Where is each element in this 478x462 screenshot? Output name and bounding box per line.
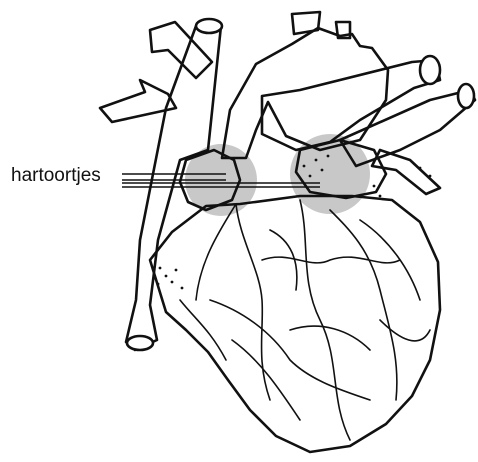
coronary-vessels xyxy=(180,200,430,440)
aortic-arch xyxy=(222,28,388,158)
label-hartoortjes: hartoortjes xyxy=(11,165,103,187)
